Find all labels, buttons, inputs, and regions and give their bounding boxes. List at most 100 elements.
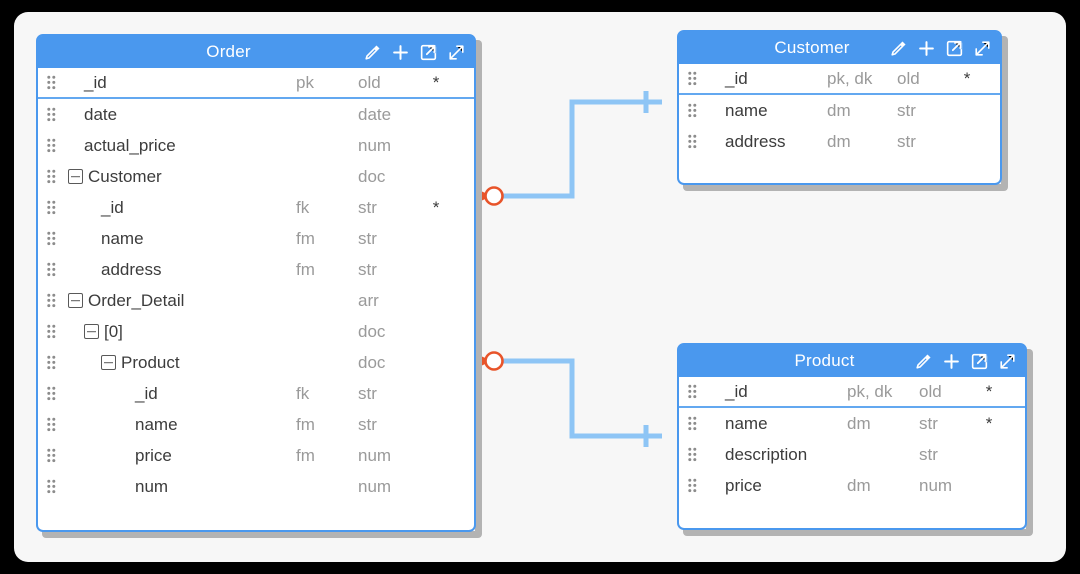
field-name-cell: Customer (64, 167, 474, 187)
drag-handle-icon[interactable] (38, 355, 64, 370)
cardinality-zero-circle-order-product (484, 351, 504, 371)
field-row[interactable]: [0]doc (38, 316, 474, 347)
drag-handle-icon[interactable] (38, 386, 64, 401)
field-type: num (358, 135, 392, 155)
drag-handle-icon[interactable] (38, 448, 64, 463)
field-type: old (897, 68, 920, 88)
drag-handle-icon[interactable] (38, 200, 64, 215)
field-name: name (725, 413, 768, 433)
field-key-badge: fk (296, 383, 310, 403)
drag-handle-icon[interactable] (679, 447, 705, 462)
field-required-marker: * (985, 381, 993, 401)
drag-handle-icon[interactable] (38, 479, 64, 494)
drag-handle-icon[interactable] (679, 103, 705, 118)
field-required-marker: * (985, 413, 993, 433)
table-header-customer[interactable]: Customer (679, 32, 1000, 64)
field-key-badge: dm (827, 131, 851, 151)
drag-handle-icon[interactable] (679, 478, 705, 493)
field-name-cell: _id (64, 384, 474, 404)
field-name: Order_Detail (88, 290, 185, 310)
expand-icon[interactable] (973, 39, 992, 58)
field-key-badge: fm (296, 228, 315, 248)
expand-icon[interactable] (998, 352, 1017, 371)
plus-icon[interactable] (942, 352, 961, 371)
plus-icon[interactable] (917, 39, 936, 58)
drag-handle-icon[interactable] (38, 138, 64, 153)
drag-handle-icon[interactable] (38, 107, 64, 122)
table-title: Customer (774, 38, 850, 57)
expand-icon[interactable] (447, 43, 466, 62)
plus-icon[interactable] (391, 43, 410, 62)
external-link-icon[interactable] (945, 39, 964, 58)
field-name-cell: Order_Detail (64, 291, 474, 311)
drag-handle-icon[interactable] (679, 384, 705, 399)
external-link-icon[interactable] (419, 43, 438, 62)
field-key-badge: pk, dk (827, 68, 873, 88)
eyedropper-icon[interactable] (889, 39, 908, 58)
table-header-toolbar (889, 39, 992, 58)
table-resize-handle[interactable] (683, 36, 1008, 191)
eyedropper-icon[interactable] (363, 43, 382, 62)
drag-handle-icon[interactable] (38, 293, 64, 308)
drag-handle-icon[interactable] (38, 231, 64, 246)
field-type: doc (358, 352, 386, 372)
drag-handle-icon[interactable] (679, 416, 705, 431)
table-header-toolbar (914, 352, 1017, 371)
eyedropper-icon[interactable] (914, 352, 933, 371)
drag-handle-icon[interactable] (38, 417, 64, 432)
collapse-toggle-icon[interactable] (68, 293, 83, 308)
table-resize-handle[interactable] (683, 349, 1033, 536)
field-name-cell: address (64, 260, 474, 280)
drag-handle-icon[interactable] (679, 134, 705, 149)
drag-handle-icon[interactable] (38, 324, 64, 339)
field-name-cell: _id (705, 382, 1025, 402)
table-header-order[interactable]: Order (38, 36, 474, 68)
field-type: str (358, 259, 377, 279)
field-name-cell: address (705, 132, 1000, 152)
table-resize-handle[interactable] (42, 40, 482, 538)
field-key-badge: dm (847, 475, 871, 495)
drag-handle-icon[interactable] (38, 169, 64, 184)
drag-handle-icon[interactable] (38, 262, 64, 277)
table-header-product[interactable]: Product (679, 345, 1025, 377)
field-name: price (135, 445, 172, 465)
field-type: str (919, 413, 938, 433)
collapse-toggle-icon[interactable] (68, 169, 83, 184)
field-required-marker: * (963, 68, 971, 88)
field-type: old (919, 381, 942, 401)
drag-handle-icon[interactable] (679, 71, 705, 86)
collapse-toggle-icon[interactable] (101, 355, 116, 370)
external-link-icon[interactable] (970, 352, 989, 371)
field-name: address (101, 259, 162, 279)
collapse-toggle-icon[interactable] (84, 324, 99, 339)
field-name-cell: num (64, 477, 474, 497)
drag-handle-icon[interactable] (38, 75, 64, 90)
field-name: _id (84, 72, 107, 92)
field-type: doc (358, 321, 386, 341)
